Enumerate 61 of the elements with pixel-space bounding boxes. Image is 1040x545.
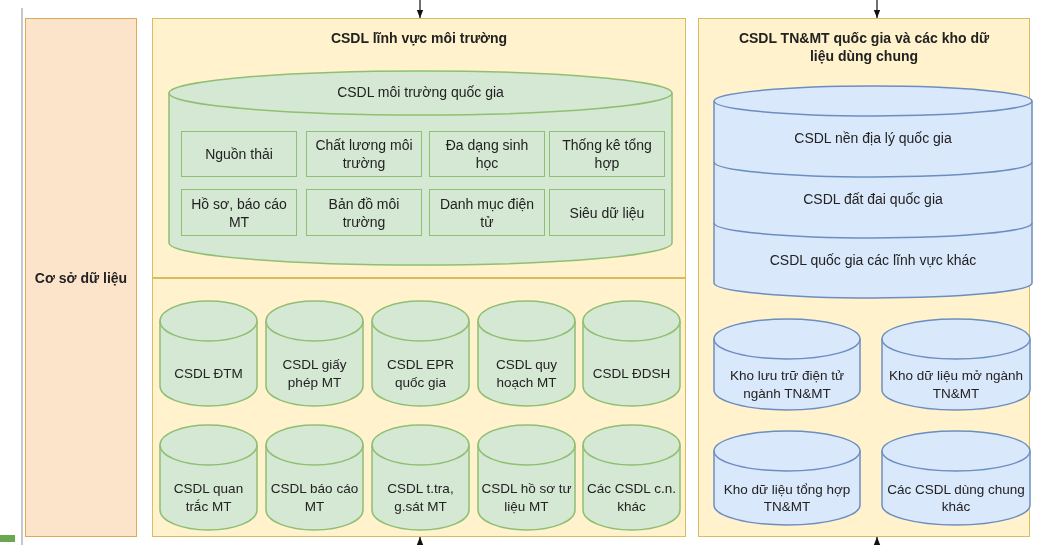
cylinder-label: Kho lưu trữ điện tử ngành TN&MT bbox=[728, 367, 846, 403]
cylinder-label: Kho dữ liệu tổng hợp TN&MT bbox=[722, 480, 852, 517]
cylinder-label: CSDL EPR quốc gia bbox=[386, 356, 455, 392]
panel bbox=[152, 18, 686, 278]
panel-title: CSDL lĩnh vực môi trường bbox=[329, 29, 509, 48]
cylinder-label: CSDL quốc gia các lĩnh vực khác bbox=[769, 251, 977, 270]
database-cylinder bbox=[713, 431, 861, 526]
cylinder-label: CSDL môi trường quốc gia bbox=[337, 83, 504, 102]
rectangle-box bbox=[429, 189, 545, 236]
cylinder-label: CSDL t.tra, g.sát MT bbox=[386, 480, 455, 516]
cylinder-label: CSDL quy hoạch MT bbox=[495, 356, 558, 392]
rectangle-box bbox=[549, 189, 665, 236]
rectangle-box bbox=[429, 131, 545, 177]
panel bbox=[698, 18, 1030, 537]
cylinder-label: Các CSDL dùng chung khác bbox=[886, 480, 1026, 517]
database-cylinder bbox=[159, 301, 258, 407]
rectangle-box bbox=[306, 189, 422, 236]
box-label: Cơ sở dữ liệu bbox=[33, 268, 129, 287]
database-cylinder bbox=[881, 319, 1031, 411]
cylinder-label: CSDL ĐTM bbox=[173, 365, 244, 383]
rectangle-box bbox=[181, 131, 297, 177]
box-label: Danh mục điện tử bbox=[438, 194, 536, 231]
database-cylinder bbox=[713, 319, 861, 411]
arrow bbox=[416, 536, 424, 545]
database-cylinder bbox=[477, 425, 576, 531]
database-cylinder bbox=[582, 301, 681, 407]
panel bbox=[152, 278, 686, 537]
box-label: Thống kê tổng hợp bbox=[561, 135, 653, 173]
cylinder-label: CSDL đất đai quốc gia bbox=[803, 190, 943, 209]
arrow bbox=[873, 0, 881, 19]
rectangle-box bbox=[306, 131, 422, 177]
rectangle-box bbox=[181, 189, 297, 236]
panel bbox=[25, 18, 137, 537]
box-label: Nguồn thải bbox=[204, 144, 274, 164]
database-cylinder bbox=[713, 86, 1033, 299]
database-cylinder bbox=[371, 301, 470, 407]
cylinder-label: CSDL nền địa lý quốc gia bbox=[794, 129, 952, 148]
box-label: Đa dạng sinh học bbox=[444, 135, 530, 173]
arrow bbox=[416, 0, 424, 19]
box-label: Bản đồ môi trường bbox=[327, 194, 401, 231]
cylinder-label: CSDL hồ sơ tư liệu MT bbox=[480, 480, 573, 516]
panel-title: CSDL TN&MT quốc gia và các kho dữ liệu dùng chung bbox=[737, 29, 991, 66]
box-label: Chất lương môi trường bbox=[314, 135, 414, 173]
box-label: Hồ sơ, báo cáo MT bbox=[190, 194, 288, 231]
database-cylinder bbox=[159, 425, 258, 531]
database-cylinder bbox=[265, 301, 364, 407]
database-cylinder bbox=[371, 425, 470, 531]
cylinder-label: CSDL giấy phép MT bbox=[281, 356, 348, 392]
cylinder-label: CSDL báo cáo MT bbox=[269, 480, 360, 516]
database-cylinder bbox=[582, 425, 681, 531]
cylinder-label: CSDL quan trắc MT bbox=[172, 480, 245, 516]
database-cylinder bbox=[881, 431, 1031, 526]
rectangle-box bbox=[549, 131, 665, 177]
database-cylinder bbox=[168, 71, 673, 266]
cylinder-label: CSDL ĐDSH bbox=[591, 365, 672, 383]
cylinder-label: Các CSDL c.n. khác bbox=[586, 480, 677, 516]
cylinder-label: Kho dữ liệu mở ngành TN&MT bbox=[887, 367, 1025, 403]
arrow bbox=[873, 536, 881, 545]
database-cylinder bbox=[477, 301, 576, 407]
box-label: Siêu dữ liệu bbox=[568, 203, 646, 222]
database-cylinder bbox=[265, 425, 364, 531]
